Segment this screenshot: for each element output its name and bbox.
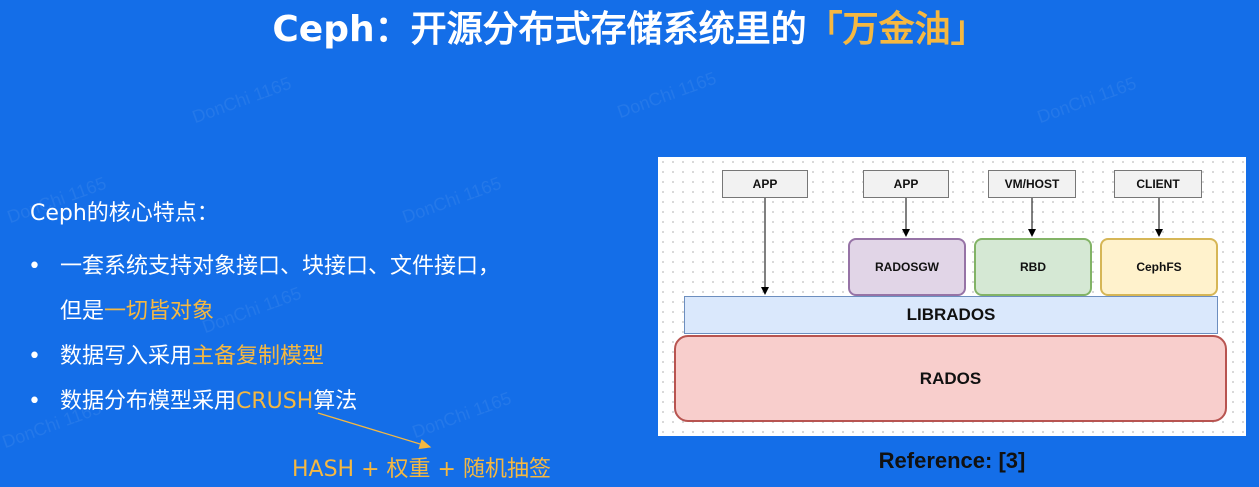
title-highlight: 「万金油」 bbox=[806, 9, 987, 50]
bullet-plain: 但是 bbox=[60, 299, 105, 324]
bullet-highlight: 一切皆对象 bbox=[104, 299, 215, 324]
hash-formula: HASH + 权重 + 随机抽签 bbox=[292, 457, 551, 482]
list-item: • 数据分布模型采用CRUSH算法 bbox=[28, 379, 500, 424]
reference-caption: Reference: [3] bbox=[878, 448, 1026, 473]
bullet-plain: 数据写入采用 bbox=[60, 344, 193, 369]
list-item: • 一套系统支持对象接口、块接口、文件接口， 但是一切皆对象 bbox=[28, 244, 500, 334]
rbd-box: RBD bbox=[974, 238, 1092, 296]
bullet-suffix: 算法 bbox=[313, 389, 358, 414]
radosgw-box: RADOSGW bbox=[848, 238, 966, 296]
bullet-continuation: 但是一切皆对象 bbox=[60, 289, 500, 334]
rados-box: RADOS bbox=[674, 335, 1227, 422]
architecture-diagram: APP APP VM/HOST CLIENT RADOSGW RBD CephF… bbox=[658, 157, 1246, 436]
watermark: DonChi 1165 bbox=[614, 67, 719, 123]
list-item: • 数据写入采用主备复制模型 bbox=[28, 334, 500, 379]
feature-list: • 一套系统支持对象接口、块接口、文件接口， 但是一切皆对象 • 数据写入采用主… bbox=[28, 244, 500, 424]
diagram-connectors bbox=[761, 198, 1163, 295]
bullet-highlight: CRUSH bbox=[236, 389, 314, 414]
bullet-glyph: • bbox=[28, 254, 41, 279]
bullet-glyph: • bbox=[28, 389, 41, 414]
bullet-glyph: • bbox=[28, 344, 41, 369]
page-title: Ceph：开源分布式存储系统里的「万金油」 bbox=[0, 8, 1259, 52]
watermark: DonChi 1165 bbox=[399, 172, 504, 228]
bullet-plain: 数据分布模型采用 bbox=[60, 389, 237, 414]
title-prefix: Ceph：开源分布式存储系统里的 bbox=[272, 9, 807, 50]
vm-host-box: VM/HOST bbox=[988, 170, 1076, 198]
bullet-highlight: 主备复制模型 bbox=[192, 344, 325, 369]
librados-box: LIBRADOS bbox=[684, 296, 1218, 334]
bullet-text: 一套系统支持对象接口、块接口、文件接口， bbox=[60, 254, 501, 279]
cephfs-box: CephFS bbox=[1100, 238, 1218, 296]
watermark: DonChi 1165 bbox=[1034, 72, 1139, 128]
app-box: APP bbox=[863, 170, 949, 198]
app-box: APP bbox=[722, 170, 808, 198]
intro-heading: Ceph的核心特点： bbox=[30, 201, 219, 226]
watermark: DonChi 1165 bbox=[189, 72, 294, 128]
client-box: CLIENT bbox=[1114, 170, 1202, 198]
